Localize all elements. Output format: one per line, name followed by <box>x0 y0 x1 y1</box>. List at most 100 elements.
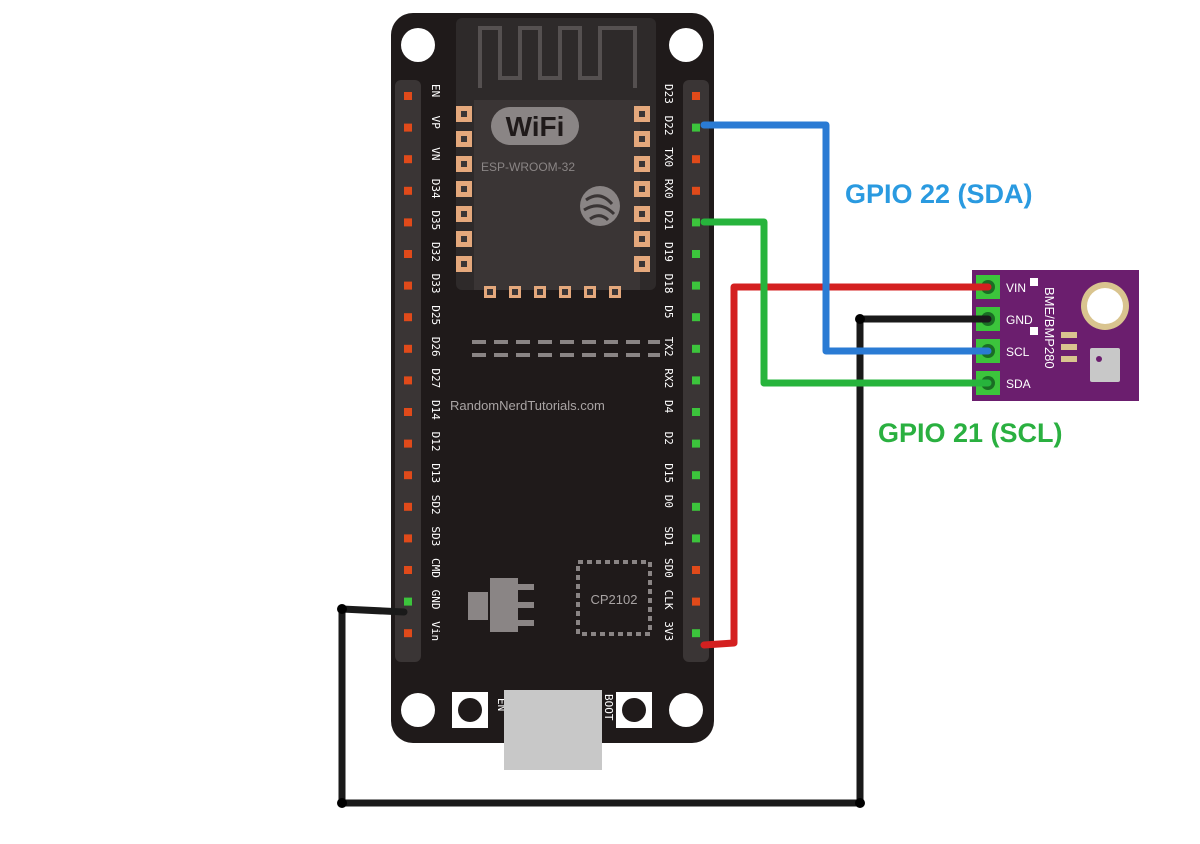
sensor-mount-hole <box>1087 288 1123 324</box>
pin-label-d2: D2 <box>662 432 675 445</box>
module-pad-hole <box>461 261 467 267</box>
wire-scl <box>700 218 992 387</box>
module-pad-hole <box>562 289 568 295</box>
header-pin-d23[interactable] <box>692 92 700 100</box>
pin-label-d32: D32 <box>429 242 442 262</box>
header-pin-sd2[interactable] <box>404 502 412 511</box>
header-pin-d35[interactable] <box>404 218 412 227</box>
header-pin-3v3[interactable] <box>692 629 700 638</box>
header-pin-gnd[interactable] <box>404 597 412 606</box>
header-pin-sd1[interactable] <box>692 534 700 543</box>
pin-label-d5: D5 <box>662 305 675 318</box>
header-pin-tx0[interactable] <box>692 155 700 164</box>
pin-label-sd0: SD0 <box>662 558 675 578</box>
header-pin-d2[interactable] <box>692 439 700 448</box>
pin-label-3v3: 3V3 <box>662 621 675 641</box>
pin-label-d19: D19 <box>662 242 675 262</box>
left-header <box>395 80 421 662</box>
header-pin-d14[interactable] <box>404 408 412 416</box>
pin-label-tx2: TX2 <box>662 337 675 357</box>
header-pin-d13[interactable] <box>404 471 412 480</box>
wire-joints <box>337 314 865 808</box>
right-pin-row: D23D22TX0RX0D21D19D18D5TX2RX2D4D2D15D0SD… <box>662 84 700 641</box>
header-pin-d26[interactable] <box>404 344 412 353</box>
voltage-regulator <box>468 578 534 632</box>
wires <box>338 121 992 807</box>
header-pin-d0[interactable] <box>692 502 700 511</box>
wire-power <box>700 283 992 649</box>
mount-hole <box>669 693 703 727</box>
mount-hole <box>401 28 435 62</box>
cp2102-chip: CP2102 <box>576 560 652 636</box>
sensor-pin-label-scl: SCL <box>1006 345 1030 359</box>
header-pin-d15[interactable] <box>692 471 700 480</box>
header-pin-d32[interactable] <box>404 250 412 258</box>
header-pin-rx2[interactable] <box>692 376 700 385</box>
usb-chip-label: CP2102 <box>591 592 638 607</box>
pin-label-d4: D4 <box>662 400 675 414</box>
pin-label-clk: CLK <box>662 590 675 610</box>
module-pad-hole <box>639 186 645 192</box>
header-pin-d5[interactable] <box>692 313 700 322</box>
header-pin-d19[interactable] <box>692 250 700 258</box>
module-pad-hole <box>512 289 518 295</box>
pin-label-d23: D23 <box>662 84 675 104</box>
pin-label-vp: VP <box>429 116 442 130</box>
header-pin-tx2[interactable] <box>692 344 700 353</box>
header-pin-en[interactable] <box>404 92 412 100</box>
boot-button-label: BOOT <box>602 694 615 721</box>
esp32-board: WiFi ESP-WROOM-32 ENVPVND34D35D32D33D25D… <box>391 13 714 770</box>
sensor-port <box>1096 356 1102 362</box>
module-pad-hole <box>612 289 618 295</box>
pin-label-sd3: SD3 <box>429 526 442 546</box>
sensor-led <box>1030 327 1038 335</box>
wire-ground <box>338 315 992 807</box>
header-pin-sd3[interactable] <box>404 534 412 543</box>
header-pin-clk[interactable] <box>692 597 700 606</box>
espressif-logo-icon <box>580 186 620 226</box>
header-pin-d18[interactable] <box>692 281 700 290</box>
pin-label-d34: D34 <box>429 179 442 199</box>
pin-label-d25: D25 <box>429 305 442 325</box>
pin-label-d18: D18 <box>662 274 675 294</box>
header-pin-cmd[interactable] <box>404 566 412 574</box>
module-pad-hole <box>639 161 645 167</box>
module-pad-hole <box>461 161 467 167</box>
mount-hole <box>401 693 435 727</box>
boot-button[interactable] <box>616 692 652 728</box>
pin-label-rx2: RX2 <box>662 368 675 388</box>
pin-label-d26: D26 <box>429 337 442 357</box>
module-pad-hole <box>639 111 645 117</box>
header-pin-sd0[interactable] <box>692 566 700 574</box>
header-pin-vn[interactable] <box>404 155 412 164</box>
pin-label-vin: Vin <box>429 621 442 641</box>
header-pin-d34[interactable] <box>404 186 412 195</box>
pin-label-sd2: SD2 <box>429 495 442 515</box>
pin-label-cmd: CMD <box>429 558 442 578</box>
right-header <box>683 80 709 662</box>
annotation-scl: GPIO 21 (SCL) <box>878 418 1063 448</box>
sensor-pin-label-gnd: GND <box>1006 313 1033 327</box>
header-pin-d22[interactable] <box>692 123 700 132</box>
sensor-pin-label-sda: SDA <box>1006 377 1031 391</box>
header-pin-d21[interactable] <box>692 218 700 227</box>
header-pin-vp[interactable] <box>404 123 412 132</box>
sensor-pin-label-vin: VIN <box>1006 281 1026 295</box>
header-pin-rx0[interactable] <box>692 186 700 195</box>
header-pin-d12[interactable] <box>404 439 412 448</box>
sensor-smd-pads <box>1061 332 1077 362</box>
header-pin-d4[interactable] <box>692 408 700 416</box>
header-pin-vin[interactable] <box>404 629 412 638</box>
left-pin-row: ENVPVND34D35D32D33D25D26D27D14D12D13SD2S… <box>404 84 442 641</box>
en-button[interactable] <box>452 692 488 728</box>
pin-label-vn: VN <box>429 147 442 160</box>
pin-label-d13: D13 <box>429 463 442 483</box>
sensor-chip <box>1090 348 1120 382</box>
header-pin-d27[interactable] <box>404 376 412 385</box>
header-pin-d25[interactable] <box>404 313 412 322</box>
module-pad-hole <box>639 136 645 142</box>
header-pin-d33[interactable] <box>404 281 412 290</box>
pin-label-tx0: TX0 <box>662 147 675 167</box>
usb-connector <box>504 690 602 770</box>
